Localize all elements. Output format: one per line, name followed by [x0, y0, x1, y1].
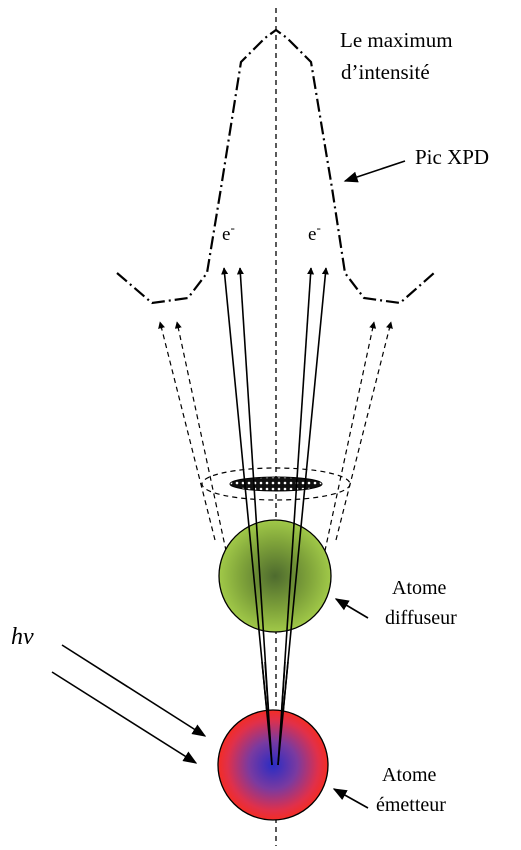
emitter-label-line1: Atome: [382, 764, 437, 786]
scattered-arrow: [177, 322, 228, 560]
scattered-arrow: [160, 322, 215, 540]
max-label-line2: d’intensité: [341, 60, 430, 84]
emitter-atom: [218, 710, 328, 820]
emitter-pointer-arrow: [334, 789, 368, 808]
electron-label-right: e-: [308, 220, 321, 245]
photon-arrow: [62, 645, 205, 736]
scatterer-atom: [219, 520, 331, 632]
scatterer-label-line1: Atome: [392, 577, 447, 599]
scattered-arrow: [323, 322, 374, 560]
scatterer-pointer-arrow: [336, 599, 368, 618]
photon-label: hν: [11, 624, 34, 650]
max-label-line1: Le maximum: [340, 28, 453, 52]
peak-pointer-arrow: [345, 161, 405, 181]
peak-label: Pic XPD: [415, 145, 489, 169]
electron-label-left: e-: [222, 220, 235, 245]
scatterer-label-line2: diffuseur: [385, 607, 457, 629]
photon-arrow: [52, 672, 196, 763]
emitter-label-line2: émetteur: [376, 794, 446, 816]
scattered-arrow: [336, 322, 391, 540]
